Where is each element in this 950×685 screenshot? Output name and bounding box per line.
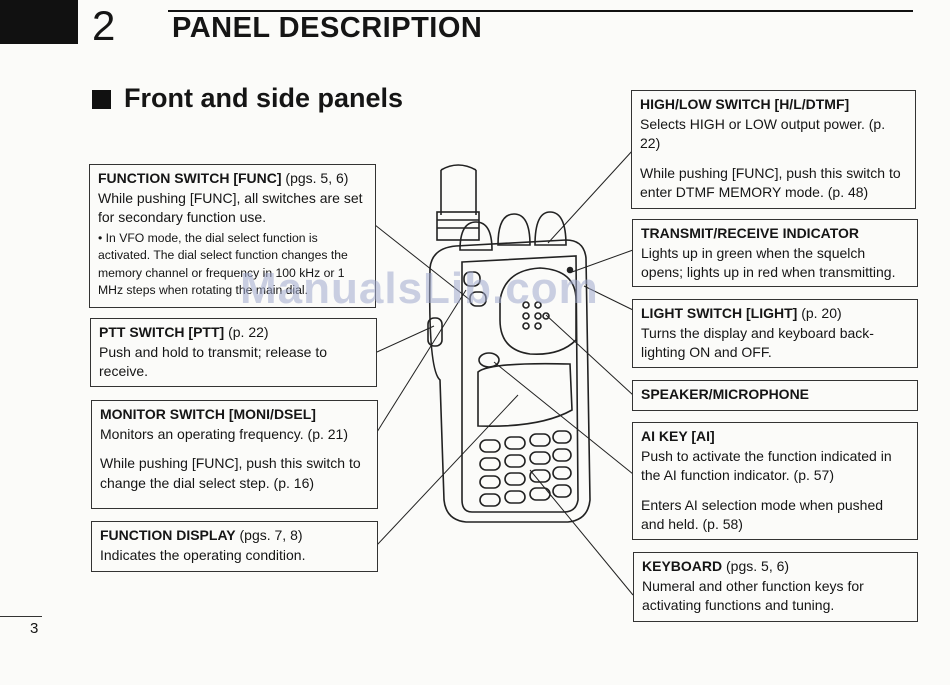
callout-title: KEYBOARD <box>642 558 723 574</box>
callout-note: • In VFO mode, the dial select function … <box>98 230 348 298</box>
callout-title: MONITOR SWITCH [MONI/DSEL] <box>100 406 316 422</box>
callout-monitor-switch: MONITOR SWITCH [MONI/DSEL] Monitors an o… <box>91 400 378 509</box>
callout-ptt-switch: PTT SWITCH [PTT] (p. 22) Push and hold t… <box>90 318 377 387</box>
section-title: Front and side panels <box>124 83 404 113</box>
callout-title: LIGHT SWITCH [LIGHT] <box>641 305 798 321</box>
callout-title: PTT SWITCH [PTT] <box>99 324 225 340</box>
callout-body: Push to activate the function indicated … <box>641 447 892 484</box>
watermark: ManualsLib.com <box>240 264 599 313</box>
callout-tx-rx-indicator: TRANSMIT/RECEIVE INDICATOR Lights up in … <box>632 219 918 287</box>
callout-body: Indicates the operating condition. <box>100 546 306 563</box>
callout-body-2: While pushing [FUNC], push this switch t… <box>640 164 901 201</box>
callout-body-2: Enters AI selection mode when pushed and… <box>641 496 884 533</box>
callout-body-2: While pushing [FUNC], push this switch t… <box>100 455 361 491</box>
callout-keyboard: KEYBOARD (pgs. 5, 6) Numeral and other f… <box>633 552 918 622</box>
header-rule <box>168 10 913 12</box>
callout-ref: (p. 22) <box>224 324 269 340</box>
callout-title: AI KEY [AI] <box>641 428 715 444</box>
callout-body: Selects HIGH or LOW output power. (p. 22… <box>640 115 886 152</box>
callout-body: Numeral and other function keys for acti… <box>642 577 864 614</box>
page-number: 3 <box>30 620 39 637</box>
callout-speaker-microphone: SPEAKER/MICROPHONE <box>632 380 918 411</box>
callout-body: Turns the display and keyboard back-ligh… <box>641 324 874 361</box>
callout-title: FUNCTION SWITCH [FUNC] <box>98 170 282 186</box>
chapter-number: 2 <box>92 2 116 49</box>
callout-function-switch: FUNCTION SWITCH [FUNC] (pgs. 5, 6) While… <box>89 164 376 308</box>
callout-body: Lights up in green when the squelch open… <box>641 244 896 281</box>
chapter-block <box>0 0 78 44</box>
callout-ref: (pgs. 5, 6) <box>281 170 349 186</box>
callout-title: FUNCTION DISPLAY <box>100 527 236 543</box>
callout-high-low-switch: HIGH/LOW SWITCH [H/L/DTMF] Selects HIGH … <box>631 90 916 209</box>
section-marker-icon <box>92 90 111 109</box>
callout-title: HIGH/LOW SWITCH [H/L/DTMF] <box>640 96 850 112</box>
callout-title: TRANSMIT/RECEIVE INDICATOR <box>641 225 860 241</box>
callout-ref: (pgs. 7, 8) <box>235 527 303 543</box>
callout-light-switch: LIGHT SWITCH [LIGHT] (p. 20) Turns the d… <box>632 299 918 368</box>
callout-ref: (p. 20) <box>797 305 842 321</box>
callout-title: SPEAKER/MICROPHONE <box>641 386 810 402</box>
callout-ref: (pgs. 5, 6) <box>722 558 790 574</box>
page-number-rule <box>0 616 42 617</box>
callout-body: While pushing [FUNC], all switches are s… <box>98 189 363 226</box>
callout-body: Push and hold to transmit; release to re… <box>99 343 328 380</box>
page-title: PANEL DESCRIPTION <box>172 12 483 44</box>
callout-body: Monitors an operating frequency. (p. 21) <box>100 425 348 442</box>
callout-ai-key: AI KEY [AI] Push to activate the functio… <box>632 422 918 540</box>
callout-function-display: FUNCTION DISPLAY (pgs. 7, 8) Indicates t… <box>91 521 378 572</box>
